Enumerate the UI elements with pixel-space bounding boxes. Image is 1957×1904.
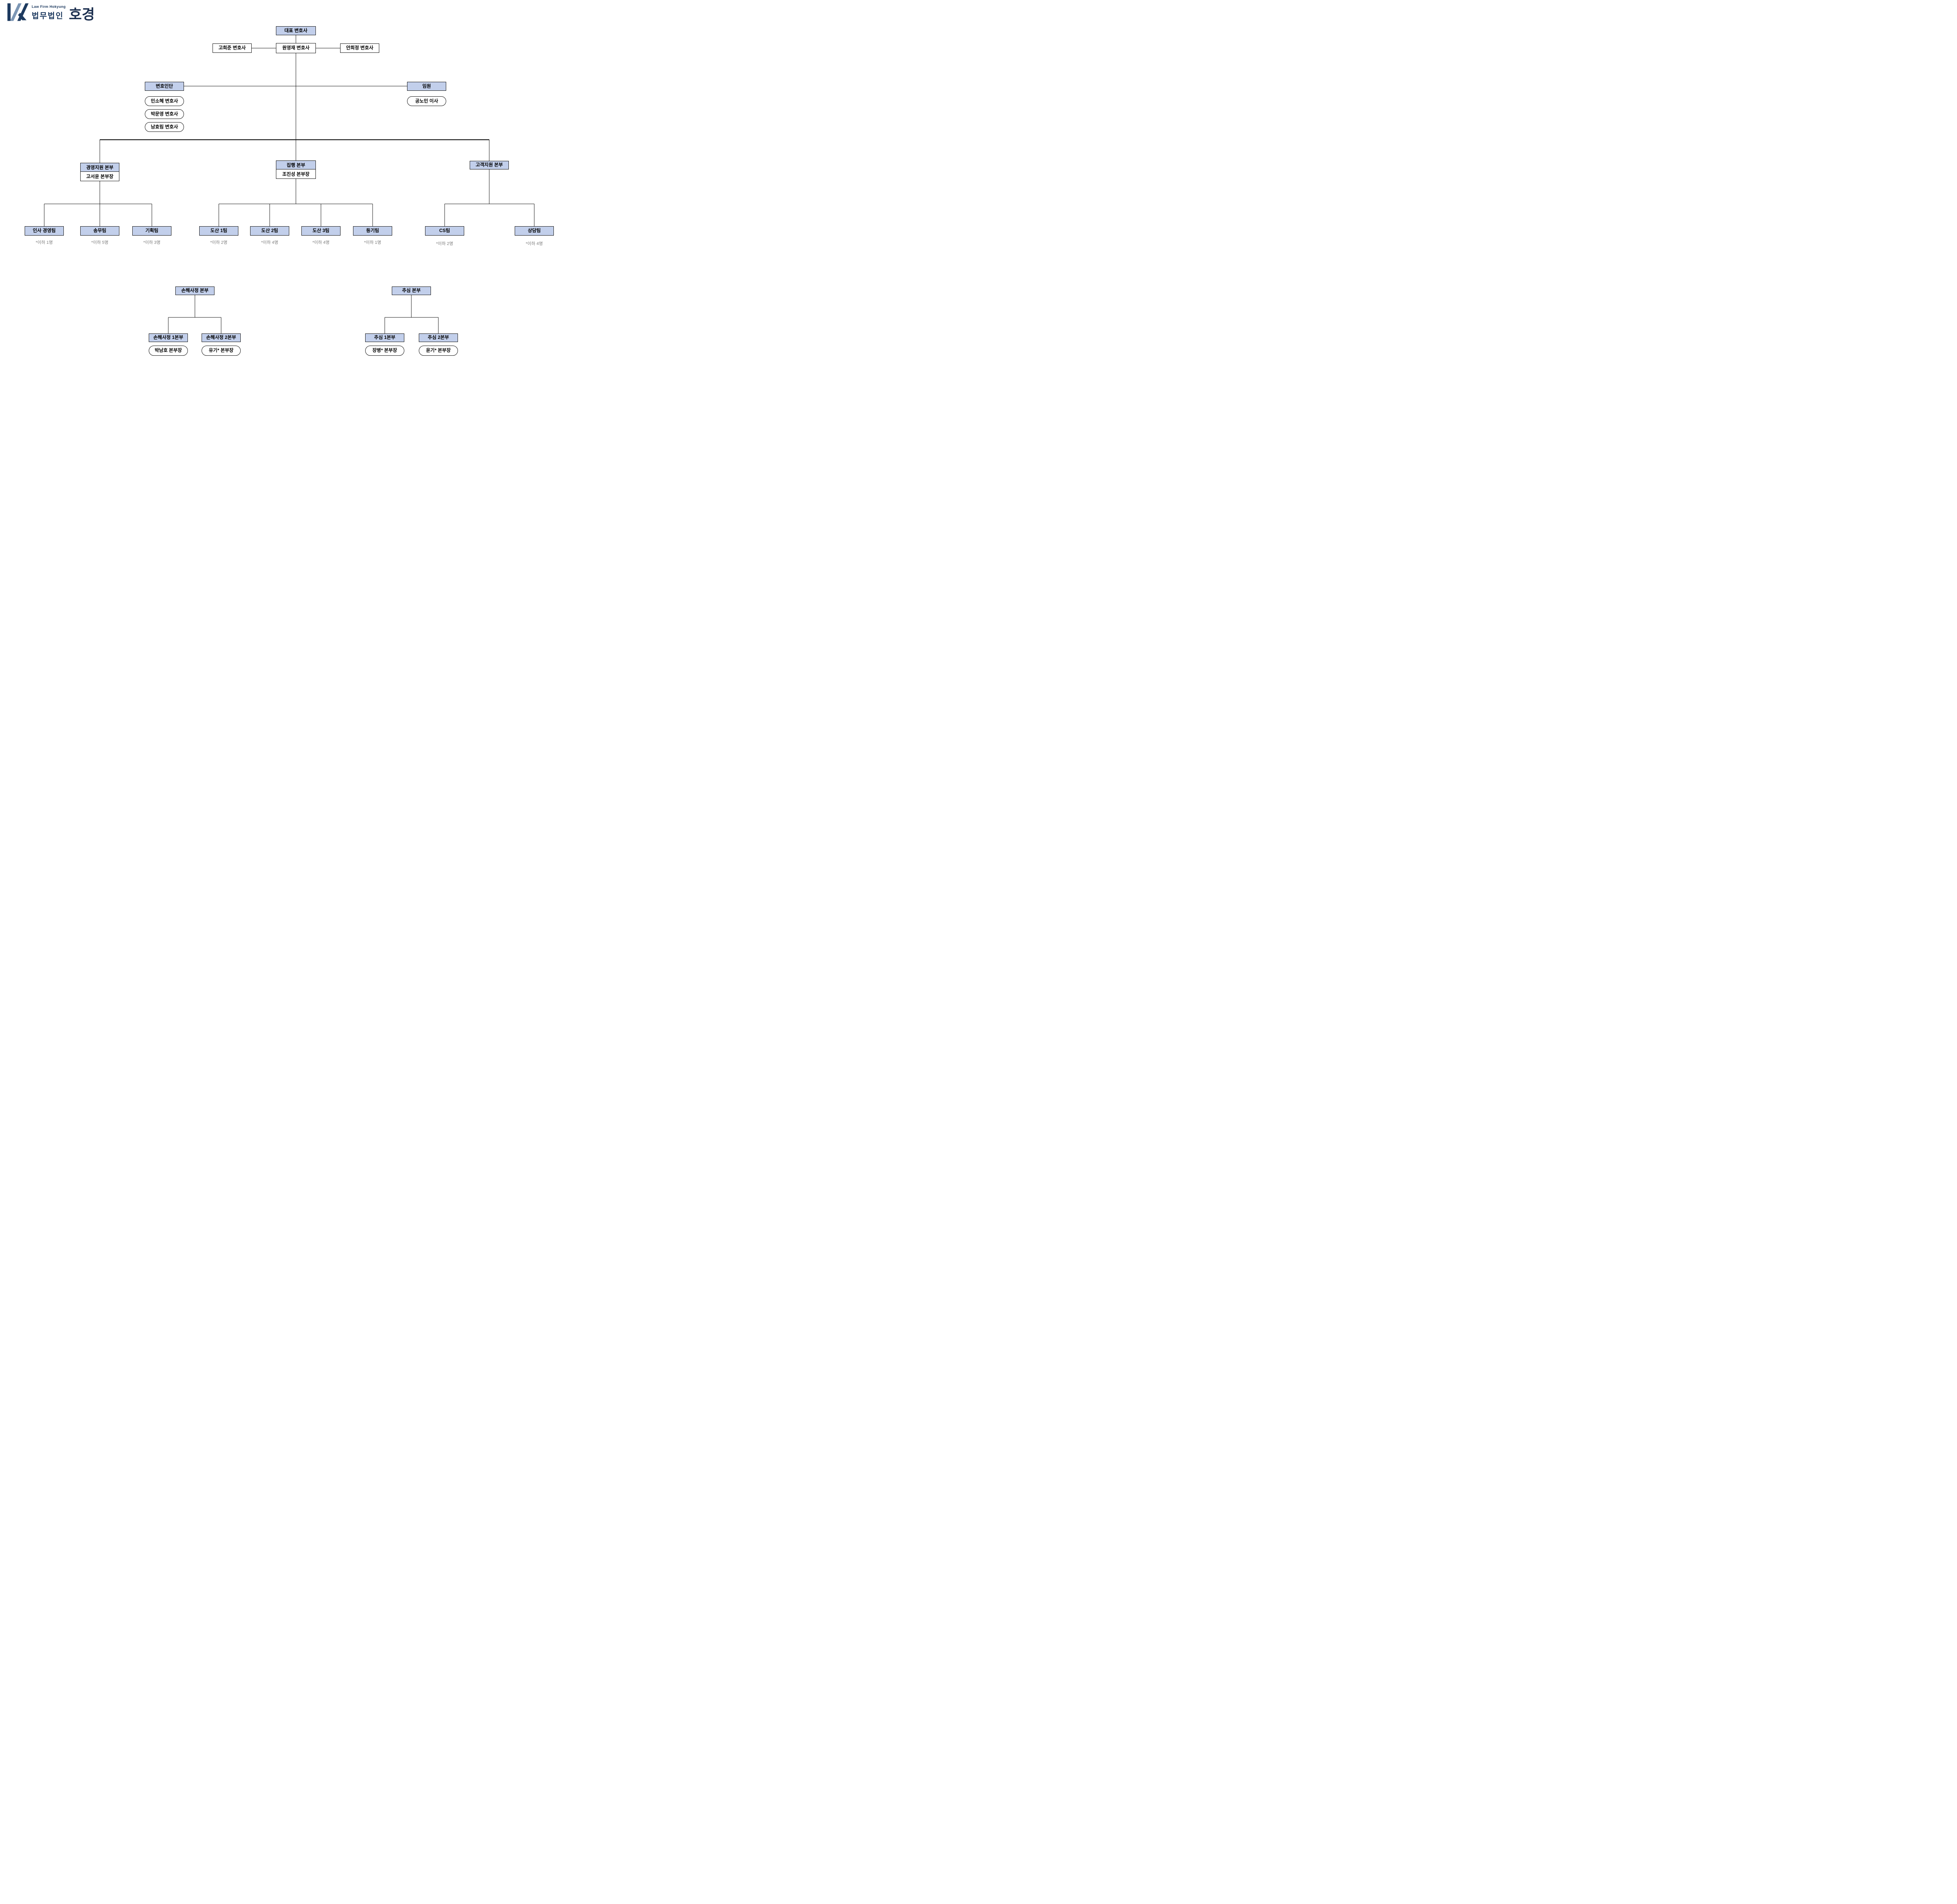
team-headcount: *이하 3명 [143,240,160,245]
division-title: 경영지원 본부 [81,163,119,172]
node-division-execution: 집행 본부 조진성 본부장 [276,160,316,179]
team-headcount: *이하 1명 [364,240,381,245]
node-collection-1: 추심 1본부 [365,333,404,342]
node-partner-1: 고희준 변호사 [213,43,252,53]
team-headcount: *이하 4명 [526,241,543,246]
team-headcount: *이하 4명 [312,240,330,245]
node-loss-adjustment-1-head: 박남호 본부장 [149,346,188,356]
division-head: 조진성 본부장 [276,169,315,178]
node-team-hr: 인사 경영팀 [25,226,64,236]
node-team-planning: 기획팀 [132,226,171,236]
team-headcount: *이하 4명 [261,240,278,245]
node-collection-hq: 추심 본부 [392,286,431,295]
node-loss-adjustment-2-head: 유기* 본부장 [202,346,241,356]
node-collection-2: 추심 2본부 [419,333,458,342]
team-headcount: *이하 2명 [436,241,453,246]
node-loss-adjustment-1: 손해사정 1본부 [149,333,188,342]
node-loss-adjustment-2: 손해사정 2본부 [202,333,241,342]
node-team-registration: 등기팀 [353,226,392,236]
connector-lines [44,35,535,333]
firm-name-english: Law Firm Hokyung [32,5,66,9]
team-headcount: *이하 2명 [210,240,227,245]
firm-name-korean: 호경 [68,6,95,22]
node-collection-2-head: 윤기* 본부장 [419,346,458,356]
node-team-litigation: 송무팀 [80,226,119,236]
node-team-insolvency-2: 도산 2팀 [250,226,289,236]
node-division-management-support: 경영지원 본부 고서윤 본부장 [80,163,119,181]
org-chart-canvas: Law Firm Hokyung 법무법인 호경 대표 변호사 고희준 변호사 … [0,0,571,381]
node-ceo: 대표 변호사 [276,26,316,35]
node-loss-adjustment-hq: 손해사정 본부 [175,286,214,295]
node-executives: 임원 [407,82,446,91]
node-counsel-group: 변호인단 [145,82,184,91]
node-counsel-member-2: 박문영 변호사 [145,109,184,119]
division-title: 집행 본부 [276,161,315,169]
node-collection-1-head: 장병* 본부장 [365,346,404,356]
node-counsel-member-3: 남효림 변호사 [145,122,184,132]
team-headcount: *이하 1명 [36,240,53,245]
node-team-insolvency-3: 도산 3팀 [301,226,341,236]
node-team-consulting: 상담팀 [515,226,554,236]
firm-logo-mark-icon [7,3,29,21]
firm-type-korean: 법무법인 [32,12,64,20]
node-division-customer-support: 고객지원 본부 [470,161,509,169]
node-counsel-member-1: 민소혜 변호사 [145,96,184,106]
node-partner-3: 안희정 변호사 [340,43,379,53]
team-headcount: *이하 5명 [91,240,108,245]
firm-logo: Law Firm Hokyung 법무법인 호경 [7,3,95,22]
node-team-insolvency-1: 도산 1팀 [199,226,238,236]
node-partner-managing: 원영재 변호사 [276,43,316,53]
node-team-cs: CS팀 [425,226,464,236]
node-executive-member-1: 공노민 이사 [407,96,446,106]
division-head: 고서윤 본부장 [81,172,119,181]
